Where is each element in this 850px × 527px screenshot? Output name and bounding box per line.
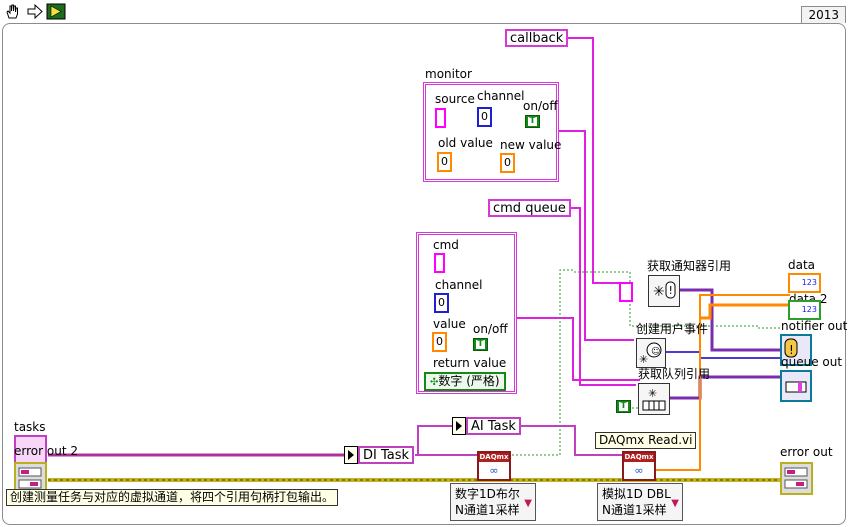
notifier-label: 获取通知器引用 bbox=[647, 259, 732, 273]
notifier-string-const[interactable] bbox=[619, 282, 633, 302]
onoff-boolean[interactable]: T bbox=[525, 115, 540, 128]
description-note: 创建测量任务与对应的虚拟通道，将四个引用句柄打包输出。 bbox=[6, 489, 339, 506]
queue-bool-const[interactable]: T bbox=[616, 400, 631, 413]
return-value-label: return value bbox=[433, 356, 507, 370]
monitor-cluster[interactable]: source channel on/off 0 T old value new … bbox=[423, 82, 562, 182]
cmd-onoff-label: on/off bbox=[473, 322, 508, 336]
run-icon[interactable] bbox=[46, 3, 66, 20]
digital-ring-line2: N通道1采样 bbox=[455, 503, 520, 517]
svg-text:✳: ✳ bbox=[639, 353, 648, 366]
data2-indicator[interactable]: 123 bbox=[788, 300, 821, 320]
svg-text:☺: ☺ bbox=[651, 346, 660, 357]
source-label: source bbox=[435, 92, 475, 106]
error-out-terminal[interactable] bbox=[780, 462, 813, 495]
svg-text:!: ! bbox=[789, 343, 794, 357]
error-out-2-label: error out 2 bbox=[14, 444, 78, 458]
data-indicator[interactable]: 123 bbox=[788, 273, 821, 293]
error-out-label: error out bbox=[780, 445, 833, 459]
daqmx-read-analog-icon[interactable]: DAQmx∞ bbox=[622, 451, 656, 481]
svg-text:✳: ✳ bbox=[648, 387, 657, 400]
onoff-label: on/off bbox=[523, 99, 558, 113]
analog-ring-selector[interactable]: 模拟1D DBL N通道1采样 ▼ bbox=[597, 483, 683, 521]
arrow-icon[interactable] bbox=[26, 3, 44, 20]
toolbar bbox=[0, 0, 850, 24]
ai-task-constant[interactable]: AI Task bbox=[466, 417, 521, 435]
cmd-label: cmd bbox=[433, 238, 459, 252]
new-value-indicator[interactable]: 0 bbox=[500, 153, 515, 173]
notifier-out-label: notifier out bbox=[781, 319, 848, 333]
user-event-icon[interactable]: ✳☺ bbox=[636, 338, 666, 368]
digital-ring-selector[interactable]: 数字1D布尔 N通道1采样 ▼ bbox=[450, 483, 536, 521]
digital-ring-line1: 数字1D布尔 bbox=[455, 487, 520, 501]
cmd-string-indicator[interactable] bbox=[434, 253, 445, 273]
cmd-channel-label: channel bbox=[435, 278, 483, 292]
queue-label: 获取队列引用 bbox=[638, 367, 711, 381]
daqmx-read-label: DAQmx Read.vi bbox=[595, 432, 697, 449]
cmd-value-indicator[interactable]: 0 bbox=[432, 332, 447, 352]
cmd-cluster[interactable]: cmd channel 0 value on/off 0 T return va… bbox=[416, 232, 517, 394]
ring-arrow-icon: ▼ bbox=[524, 498, 532, 509]
di-unbundle-icon[interactable] bbox=[344, 446, 358, 464]
queue-out-label: queue out bbox=[781, 355, 843, 369]
cmd-channel-indicator[interactable]: 0 bbox=[434, 293, 449, 313]
analog-ring-line2: N通道1采样 bbox=[602, 503, 667, 517]
old-value-indicator[interactable]: 0 bbox=[437, 152, 452, 172]
notifier-out-terminal[interactable]: ! bbox=[780, 334, 812, 366]
notifier-icon[interactable]: ✳! bbox=[648, 275, 680, 307]
ring-arrow-icon: ▼ bbox=[671, 498, 679, 509]
analog-ring-line1: 模拟1D DBL bbox=[602, 487, 671, 501]
data-label: data bbox=[788, 258, 816, 272]
queue-icon[interactable]: ✳ bbox=[638, 383, 670, 415]
channel-label: channel bbox=[477, 89, 525, 103]
channel-indicator[interactable]: 0 bbox=[477, 107, 492, 127]
return-value-typedef[interactable]: ✣数字 (严格) bbox=[424, 372, 506, 391]
user-event-label: 创建用户事件 bbox=[636, 322, 709, 336]
di-task-constant[interactable]: DI Task bbox=[358, 446, 415, 464]
callback-constant[interactable]: callback bbox=[505, 29, 569, 47]
numeric-icon: ✣ bbox=[430, 377, 439, 388]
cmd-onoff-boolean[interactable]: T bbox=[473, 338, 488, 351]
monitor-label: monitor bbox=[425, 67, 472, 81]
source-indicator[interactable] bbox=[435, 108, 446, 128]
daqmx-read-digital-icon[interactable]: DAQmx∞ bbox=[477, 451, 511, 481]
tasks-label: tasks bbox=[14, 420, 46, 434]
cmd-value-label: value bbox=[433, 317, 466, 331]
cmd-queue-constant[interactable]: cmd queue bbox=[488, 199, 571, 217]
new-value-label: new value bbox=[500, 138, 562, 152]
old-value-label: old value bbox=[438, 136, 493, 150]
svg-text:✳: ✳ bbox=[653, 284, 665, 300]
year-tab[interactable]: 2013 bbox=[801, 6, 846, 23]
ai-unbundle-icon[interactable] bbox=[452, 417, 466, 435]
hand-icon[interactable] bbox=[4, 3, 24, 20]
queue-out-terminal[interactable] bbox=[780, 370, 812, 402]
svg-text:!: ! bbox=[669, 284, 673, 297]
